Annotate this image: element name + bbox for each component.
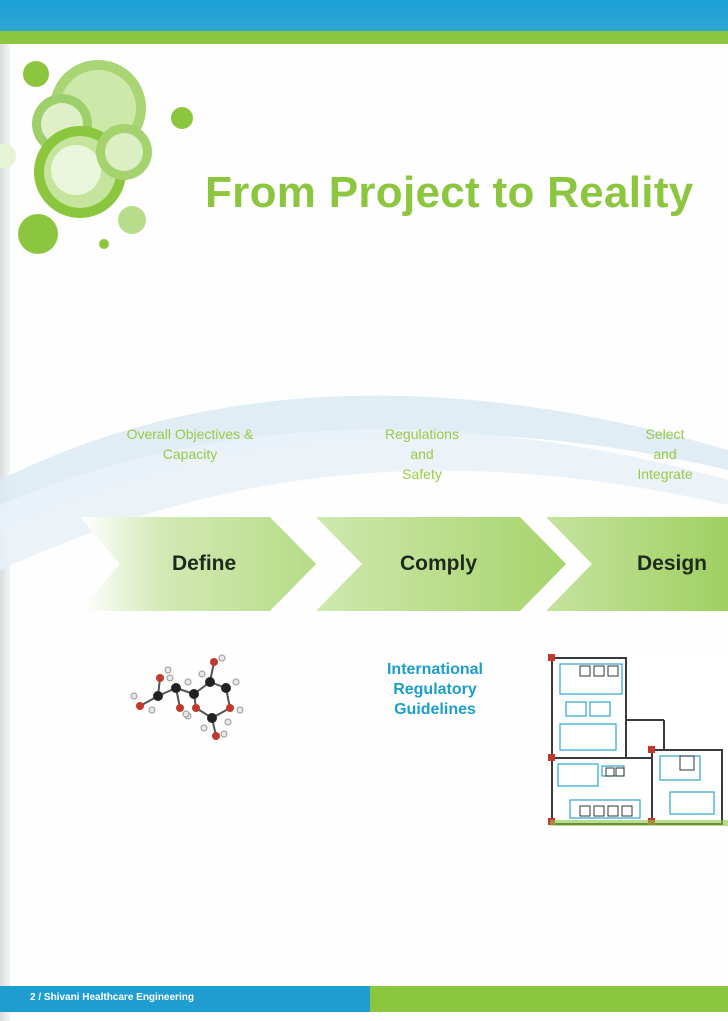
bubble <box>18 214 58 254</box>
bubble <box>171 107 193 129</box>
guidelines-line: Guidelines <box>394 701 476 718</box>
bubble <box>118 206 146 234</box>
guidelines-line: Regulatory <box>393 681 477 698</box>
footer-band <box>0 986 728 1021</box>
footer-band-green <box>370 986 728 1012</box>
guidelines-line: International <box>386 661 483 678</box>
background-swoosh <box>0 395 728 570</box>
header-band-green <box>0 31 728 44</box>
floor-plan-illustration <box>548 654 728 826</box>
header-band <box>0 0 728 46</box>
label-line: Overall Objectives & <box>126 426 254 442</box>
stage-label-comply: Regulations and Safety <box>362 424 482 484</box>
bubble <box>23 61 49 87</box>
bubble <box>51 145 101 195</box>
bubble <box>105 133 143 171</box>
stage-label-design: Select and Integrate <box>615 424 715 484</box>
label-line: and <box>410 446 434 462</box>
header-band-blue <box>0 0 728 31</box>
bubbles-graphic <box>0 60 193 254</box>
stage-label-define: Overall Objectives & Capacity <box>105 424 275 464</box>
stage-define: Define <box>172 552 237 575</box>
label-line: Integrate <box>637 466 693 482</box>
footer-band-blue <box>0 986 370 1012</box>
chevron-define <box>80 517 316 611</box>
page-title: From Project to Reality <box>205 168 694 217</box>
chevron-design <box>546 517 728 611</box>
guidelines-text: International Regulatory Guidelines <box>360 660 510 720</box>
bubble <box>0 144 16 168</box>
process-chevrons <box>80 517 728 611</box>
footer-page-label: 2 / Shivani Healthcare Engineering <box>30 992 194 1003</box>
label-line: and <box>653 446 677 462</box>
label-line: Regulations <box>385 426 459 442</box>
label-line: Safety <box>402 466 442 482</box>
label-line: Select <box>645 426 685 442</box>
molecule-illustration <box>130 654 244 740</box>
label-line: Capacity <box>162 446 218 462</box>
stage-comply: Comply <box>400 552 478 575</box>
stage-design: Design <box>637 552 708 575</box>
chevron-comply <box>316 517 566 611</box>
bubble <box>99 239 109 249</box>
